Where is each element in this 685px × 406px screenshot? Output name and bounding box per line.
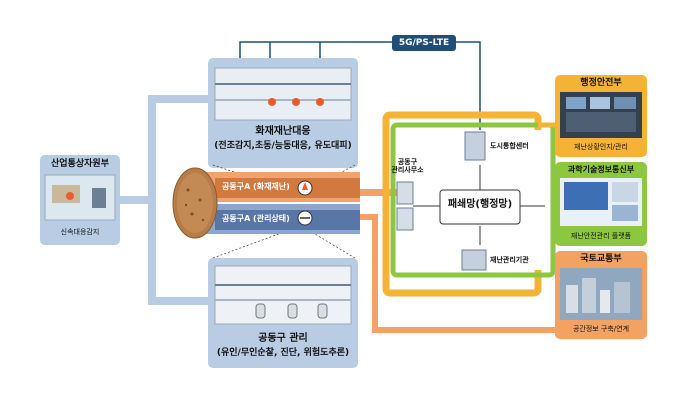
server-1 bbox=[396, 181, 414, 205]
mois-caption: 재난상황인지/관리 bbox=[574, 143, 628, 151]
molit-caption: 공간정보 구축/연계 bbox=[572, 325, 630, 333]
fire-tunnel-illustration bbox=[214, 67, 352, 121]
tunnel-office-label: 공동구 관리사무소 bbox=[391, 158, 424, 175]
conduit-inner-bottom bbox=[215, 210, 360, 230]
closed-network-label: 패쇄망(행정망) bbox=[447, 199, 513, 210]
ministry-trade-title: 산업통상자원부 bbox=[51, 159, 109, 169]
ministry-trade-caption: 신속대응감지 bbox=[60, 228, 100, 236]
green-frame bbox=[390, 122, 556, 278]
city-center-building bbox=[464, 131, 486, 161]
5g-network-badge: 5G/PS-LTE bbox=[392, 35, 456, 51]
fire-panel-subtitle: (전조감지,초동/능동대응, 유도대피) bbox=[214, 141, 352, 151]
left-bracket-bottom bbox=[148, 297, 213, 305]
msit-title: 과학기술정보통신부 bbox=[567, 165, 635, 174]
city-center-label: 도시통합센터 bbox=[490, 142, 529, 150]
tunnel-panel-subtitle: (유인/무인순찰, 진단, 위험도추론) bbox=[216, 348, 350, 358]
msit-caption: 재난안전관리 플랫폼 bbox=[570, 232, 632, 240]
disaster-agency-building bbox=[461, 249, 487, 271]
left-bracket-mid bbox=[115, 196, 155, 204]
orange-line-top bbox=[358, 189, 398, 196]
molit-title: 국토교통부 bbox=[580, 254, 622, 264]
5g-network-line bbox=[239, 41, 395, 60]
conduit-manage-label: 공동구A (관리상태) bbox=[222, 214, 290, 223]
orange-link-to-molit bbox=[372, 217, 560, 333]
fire-panel-title: 화재재난대응 bbox=[255, 126, 311, 137]
orange-line-bottom bbox=[358, 214, 378, 220]
mois-title: 행정안전부 bbox=[580, 78, 622, 88]
tunnel-panel-title: 공동구 관리 bbox=[258, 333, 308, 344]
tunnel-illustration bbox=[214, 265, 352, 325]
conduit-inner-top bbox=[215, 178, 360, 198]
conduit-fire-label: 공동구A (화재재난) bbox=[222, 182, 290, 191]
closed-network-box bbox=[439, 189, 521, 225]
left-bracket-top bbox=[148, 95, 213, 103]
5g-to-center bbox=[455, 41, 481, 130]
disaster-agency-label: 재난관리기관 bbox=[490, 256, 529, 264]
server-2 bbox=[396, 207, 414, 231]
